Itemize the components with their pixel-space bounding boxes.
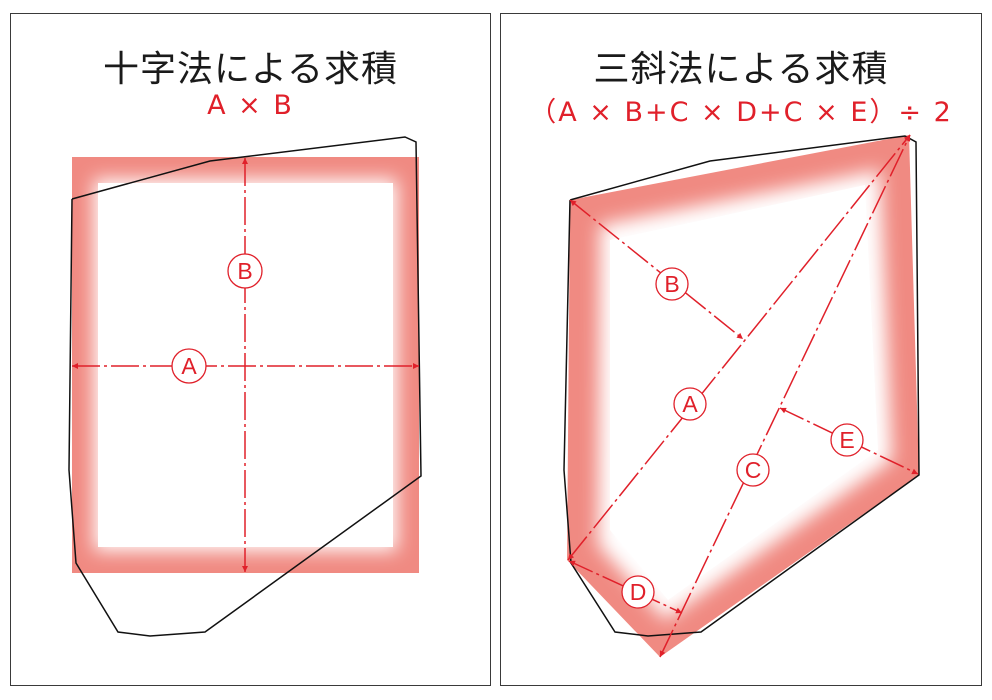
svg-text:B: B [237,258,252,284]
svg-text:C: C [745,457,762,483]
svg-text:D: D [630,579,647,605]
svg-text:A: A [181,353,197,379]
svg-text:B: B [664,271,679,297]
cross-method-land-outline [68,136,422,637]
svg-text:E: E [839,427,854,453]
label-c-circle: C [736,453,770,487]
cross-method-title: 十字法による求積 [103,49,398,90]
label-e-circle: E [830,423,864,457]
label-d-circle: D [621,575,655,609]
label-b-circle-right: B [655,267,689,301]
diagonal-c-line [659,134,911,658]
triangle-method-formula: （A × B+C × D+C × E）÷ 2 [529,97,953,128]
cross-method-formula: A × B [207,90,294,121]
triangle-method-shaded-area [567,135,919,657]
label-a-circle: A [171,348,207,384]
label-a-circle-right: A [673,387,707,421]
triangle-method-title: 三斜法による求積 [593,49,889,90]
label-b-circle: B [227,253,263,289]
svg-text:A: A [682,391,698,417]
